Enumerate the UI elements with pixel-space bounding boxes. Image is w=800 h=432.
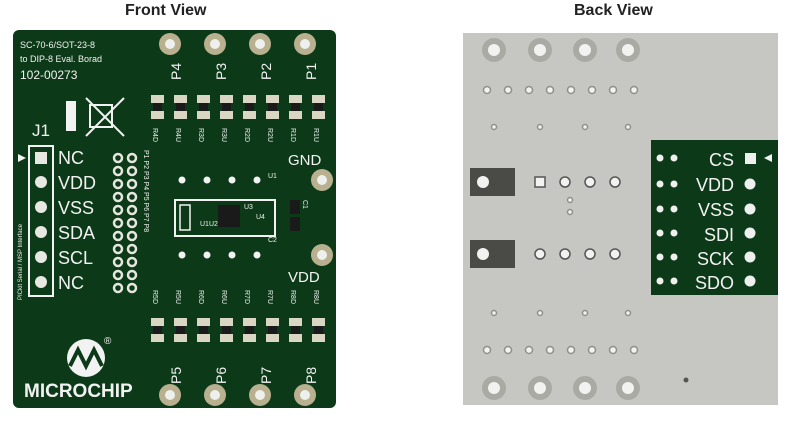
back-label-cs: CS	[709, 150, 734, 170]
back-top-pads	[482, 38, 640, 62]
ic-label-u3: U3	[244, 204, 253, 211]
interface-text: PICkit Serial / MSP Interface	[18, 223, 24, 300]
resistor-label-r7d: R7D	[243, 290, 250, 304]
bottom-resistors	[151, 318, 325, 342]
resistor-label-r3u: R3U	[220, 128, 227, 142]
resistor-label-r8d: R8D	[289, 290, 296, 304]
front-view-title: Front View	[125, 2, 207, 19]
back-header-pins	[656, 153, 756, 287]
back-left-pad-bottom	[470, 240, 515, 268]
header-label-nc-top: NC	[58, 148, 84, 168]
ic-chip	[218, 205, 240, 227]
header-label-vss: VSS	[58, 198, 94, 218]
part-text-2: to DIP-8 Eval. Borad	[20, 54, 102, 64]
pad-label-p7: P7	[258, 367, 274, 384]
resistor-label-r5d: R5D	[151, 290, 158, 304]
gnd-label: GND	[288, 152, 322, 169]
no-component-symbol	[85, 97, 125, 137]
vdd-label: VDD	[288, 269, 320, 286]
back-header-area	[651, 140, 778, 295]
pad-label-p2: P2	[258, 63, 274, 80]
header-label-sda: SDA	[58, 223, 95, 243]
ic-label-u4: U4	[256, 214, 265, 221]
back-label-sck: SCK	[697, 249, 734, 269]
top-resistors	[151, 95, 325, 119]
pad-label-p8: P8	[303, 367, 319, 384]
j1-pins	[35, 152, 47, 288]
resistor-label-r6d: R6D	[197, 290, 204, 304]
header-label-scl: SCL	[58, 248, 93, 268]
resistor-label-r8u: R8U	[312, 290, 319, 304]
front-top-pads	[159, 33, 316, 55]
resistor-label-r1d: R1D	[289, 128, 296, 142]
resistor-label-r4d: R4D	[151, 128, 158, 142]
back-label-vss: VSS	[698, 200, 734, 220]
ic-label-c1: C1	[301, 200, 308, 209]
pin-ref-text: P1 P2 P3 P4 P5 P6 P7 P8	[142, 150, 149, 232]
resistor-label-r2u: R2U	[266, 128, 273, 142]
pad-label-p1: P1	[303, 63, 319, 80]
microchip-logo: ® MICROCHIP	[24, 336, 133, 402]
pad-label-p6: P6	[213, 367, 229, 384]
resistor-label-r1u: R1U	[312, 128, 319, 142]
ic-label-u1: U1	[268, 173, 277, 180]
top-resistor-labels: R4D R4U R3D R3U R2D R2U R1D R1U	[151, 128, 319, 142]
connector-label: J1	[32, 121, 50, 140]
header-label-vdd: VDD	[58, 173, 96, 193]
header-label-nc-bottom: NC	[58, 273, 84, 293]
pin-jumpers	[112, 152, 138, 294]
pad-label-p3: P3	[213, 63, 229, 80]
capacitor-c2	[290, 217, 300, 231]
j1-outline	[28, 145, 54, 297]
microchip-wordmark: MICROCHIP	[24, 381, 133, 402]
back-vias	[482, 85, 639, 355]
resistor-label-r3d: R3D	[197, 128, 204, 142]
ic-region: U1 U1U2 U3 U4 C1 C2	[174, 173, 308, 259]
resistor-label-r6u: R6U	[220, 290, 227, 304]
front-board: P4 P3 P2 P1 P5 P6 P7 P8 SC-70-6/SOT-23-8…	[13, 30, 336, 408]
ic-outline	[174, 199, 276, 237]
pin1-marker	[18, 154, 26, 162]
back-pin1-marker	[764, 154, 772, 162]
ic-label-u1u2: U1U2	[200, 221, 218, 228]
front-bottom-pads	[159, 384, 316, 406]
resistor-label-r4u: R4U	[174, 128, 181, 142]
resistor-label-r7u: R7U	[266, 290, 273, 304]
pad-label-p5: P5	[168, 367, 184, 384]
back-left-pad-top	[470, 168, 515, 196]
back-label-vdd: VDD	[696, 175, 734, 195]
label-bar	[66, 101, 76, 131]
bottom-resistor-labels: R5D R5U R6D R6U R7D R7U R8D R8U	[151, 290, 319, 304]
back-ic-footprint	[534, 176, 621, 260]
resistor-label-r5u: R5U	[174, 290, 181, 304]
ic-label-c2: C2	[268, 237, 277, 244]
resistor-label-r2d: R2D	[243, 128, 250, 142]
back-label-sdi: SDI	[704, 225, 734, 245]
back-label-sdo: SDO	[695, 273, 734, 293]
back-fiducial	[683, 377, 689, 383]
back-bottom-pads	[482, 376, 640, 400]
part-number: 102-00273	[20, 68, 78, 82]
pad-label-p4: P4	[168, 63, 184, 80]
registered-mark: ®	[104, 336, 112, 347]
capacitor-c1	[290, 200, 300, 214]
part-text-1: SC-70-6/SOT-23-8	[20, 40, 95, 50]
back-board: CS VDD VSS SDI SCK SDO	[463, 33, 778, 405]
back-view-title: Back View	[574, 2, 653, 19]
